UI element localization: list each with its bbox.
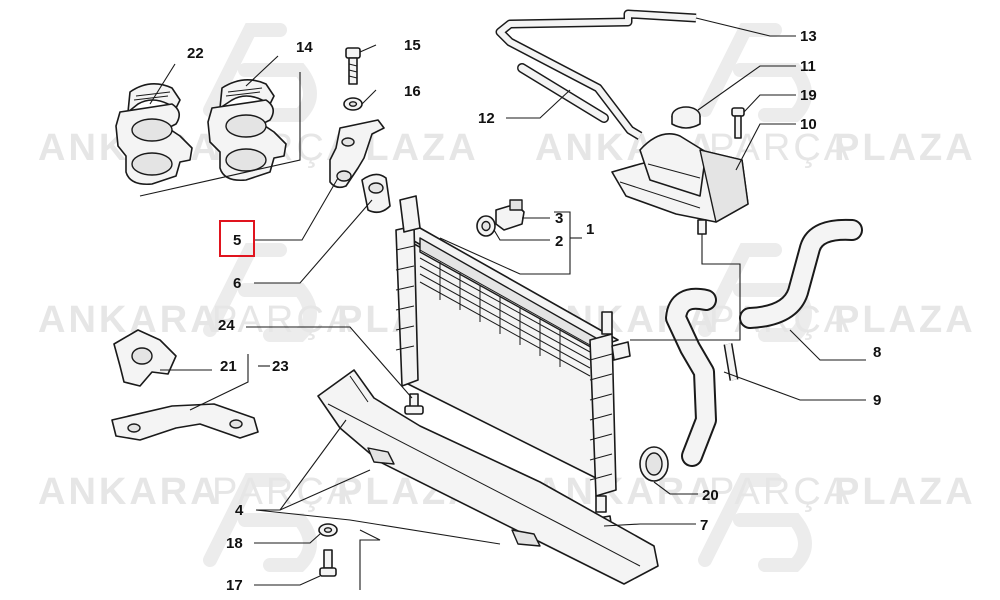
radiator-tank-ribs [395, 245, 613, 481]
part-expansion-tank-10[interactable] [611, 133, 749, 235]
callout-19[interactable]: 19 [800, 87, 817, 104]
callout-2[interactable]: 2 [555, 233, 563, 250]
callout-8[interactable]: 8 [873, 344, 881, 361]
part-hose-12[interactable] [517, 63, 609, 123]
part-cross-member-4[interactable] [317, 369, 659, 585]
part-nut-18[interactable] [318, 523, 338, 537]
callout-24[interactable]: 24 [218, 317, 235, 334]
wm-text: ANKARA [38, 299, 221, 341]
part-bolt-17[interactable] [319, 549, 337, 577]
wm-text: PLAZA [834, 471, 976, 513]
callout-9[interactable]: 9 [873, 392, 881, 409]
callout-10[interactable]: 10 [800, 116, 817, 133]
part-bracket-5[interactable] [329, 119, 385, 189]
highlight-box [219, 220, 255, 257]
watermark-logo-shapes [203, 23, 812, 572]
part-radiator-1[interactable] [395, 195, 631, 513]
part-bracket-23[interactable] [111, 403, 259, 441]
callout-17[interactable]: 17 [226, 577, 243, 594]
callout-7[interactable]: 7 [700, 517, 708, 534]
callout-15[interactable]: 15 [404, 37, 421, 54]
wm-text: PLAZA [834, 299, 976, 341]
callout-20[interactable]: 20 [702, 487, 719, 504]
callout-18[interactable]: 18 [226, 535, 243, 552]
callout-13[interactable]: 13 [800, 28, 817, 45]
callout-4[interactable]: 4 [235, 502, 244, 519]
part-clip-14[interactable] [207, 79, 287, 182]
callout-3[interactable]: 3 [555, 210, 563, 227]
wm-text: PARÇA [709, 471, 852, 513]
part-clamp-20[interactable] [639, 446, 669, 482]
part-cap-11[interactable] [671, 106, 701, 129]
callout-6[interactable]: 6 [233, 275, 241, 292]
wm-text: PLAZA [834, 127, 976, 169]
callout-5[interactable]: 5 [233, 232, 241, 249]
wm-text: PARÇA [212, 471, 355, 513]
callout-21[interactable]: 21 [220, 358, 237, 375]
callout-11[interactable]: 11 [800, 58, 816, 75]
callout-23[interactable]: 23 [272, 358, 289, 375]
part-bolt-15[interactable] [345, 47, 361, 85]
part-hose-8[interactable] [739, 218, 863, 329]
callout-1[interactable]: 1 [586, 221, 594, 238]
part-clip-21[interactable] [113, 329, 177, 387]
leader-lines [149, 17, 866, 590]
callout-12[interactable]: 12 [478, 110, 495, 127]
callout-labels: 22 14 15 16 5 6 3 2 1 12 13 11 19 10 8 9… [187, 28, 881, 594]
part-washer-2[interactable] [476, 215, 496, 237]
callout-14[interactable]: 14 [296, 39, 313, 56]
part-hose-13[interactable] [495, 9, 697, 140]
wm-text: ANKARA [38, 471, 221, 513]
radiator-core-lines [419, 249, 591, 377]
part-washer-16[interactable] [343, 97, 363, 111]
wm-text: PARÇA [212, 299, 355, 341]
part-bolt-24[interactable] [404, 393, 424, 415]
callout-22[interactable]: 22 [187, 45, 204, 62]
part-sensor-3[interactable] [495, 199, 525, 231]
callout-16[interactable]: 16 [404, 83, 421, 100]
part-hose-9[interactable] [665, 287, 739, 467]
clip-group-frame [139, 72, 301, 197]
part-clip-22[interactable] [115, 83, 193, 186]
